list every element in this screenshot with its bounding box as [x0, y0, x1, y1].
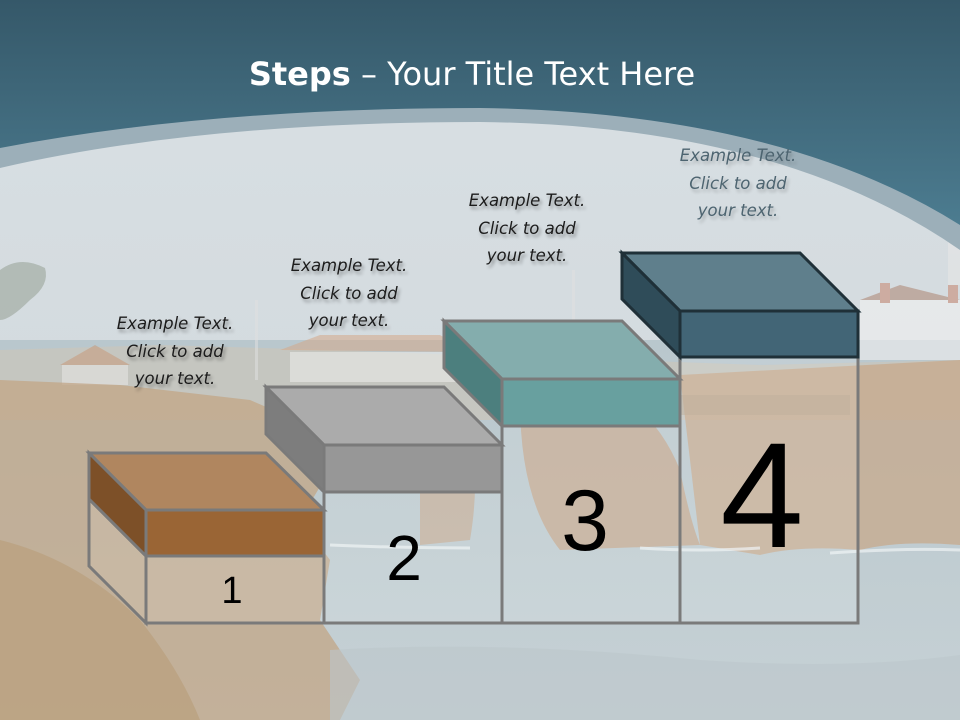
step-3-number: 3	[561, 473, 609, 569]
step-4-callout[interactable]: Example Text. Click to add your text.	[653, 142, 823, 225]
step-2-callout[interactable]: Example Text. Click to add your text.	[264, 252, 434, 335]
step-2-block[interactable]	[262, 383, 506, 496]
step-1-front-face	[144, 508, 326, 558]
step-1-number: 1	[221, 570, 243, 612]
column-outlines	[87, 355, 860, 627]
callout-line: your text.	[134, 369, 216, 388]
step-4-number: 4	[720, 411, 804, 579]
callout-line: Click to add	[689, 173, 787, 193]
slide-title[interactable]: Steps – Your Title Text Here	[0, 52, 944, 96]
step-2-number: 2	[386, 522, 422, 594]
step-4-front-face	[678, 309, 860, 359]
step-3-callout[interactable]: Example Text. Click to add your text.	[442, 187, 612, 270]
callout-line: Click to add	[478, 218, 576, 238]
callout-line: your text.	[308, 311, 390, 330]
title-bold: Steps	[248, 55, 351, 93]
callout-line: your text.	[697, 201, 779, 220]
step-1-callout[interactable]: Example Text. Click to add your text.	[90, 310, 260, 393]
title-rest: – Your Title Text Here	[350, 55, 696, 93]
callout-line: Example Text.	[468, 191, 586, 210]
callout-line: Example Text.	[116, 314, 234, 333]
callout-line: Example Text.	[679, 146, 797, 165]
callout-line: your text.	[486, 246, 568, 265]
callout-line: Click to add	[126, 341, 224, 361]
header-band	[0, 0, 960, 250]
callout-line: Example Text.	[290, 256, 408, 275]
callout-line: Click to add	[300, 283, 398, 303]
step-4-block[interactable]	[618, 249, 862, 361]
step-1-block[interactable]	[85, 449, 328, 560]
step-3-front-face	[500, 377, 682, 428]
step-2-front-face	[322, 443, 504, 494]
step-3-block[interactable]	[440, 317, 684, 430]
